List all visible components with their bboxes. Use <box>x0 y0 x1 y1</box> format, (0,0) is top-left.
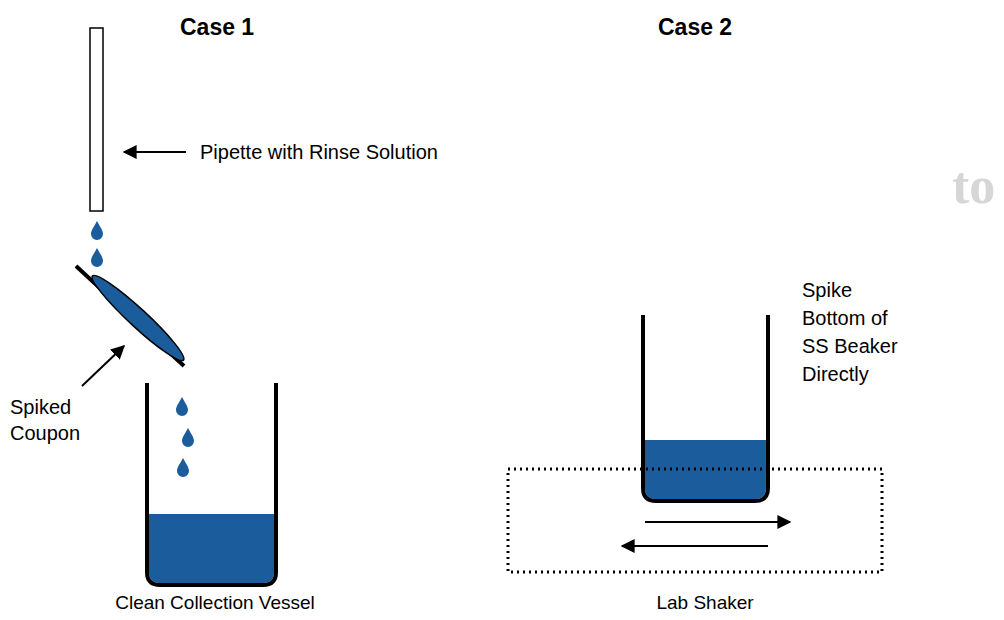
collection-vessel <box>147 383 276 585</box>
ss-beaker <box>643 315 768 501</box>
case-heading: Case 1 <box>180 12 320 42</box>
drop <box>182 428 194 447</box>
drop <box>176 397 188 416</box>
spiked-coupon <box>76 266 190 367</box>
instruction-label: Spike Bottom of SS Beaker Directly <box>802 276 907 388</box>
pointer-arrow <box>124 151 186 153</box>
part-label: Pipette with Rinse Solution <box>200 139 600 165</box>
drop <box>91 221 103 240</box>
drop <box>177 458 189 477</box>
motion-arrow <box>645 521 790 523</box>
watermark: to <box>952 152 1004 220</box>
part-label: Spiked Coupon <box>10 394 100 446</box>
part-label: Lab Shaker <box>600 590 810 615</box>
case-heading: Case 2 <box>658 12 798 42</box>
pipette <box>90 28 103 211</box>
motion-arrow <box>622 545 768 547</box>
lab-shaker <box>508 469 882 572</box>
part-label: Clean Collection Vessel <box>100 590 330 615</box>
drop <box>91 248 103 267</box>
pointer-arrow <box>82 346 124 386</box>
